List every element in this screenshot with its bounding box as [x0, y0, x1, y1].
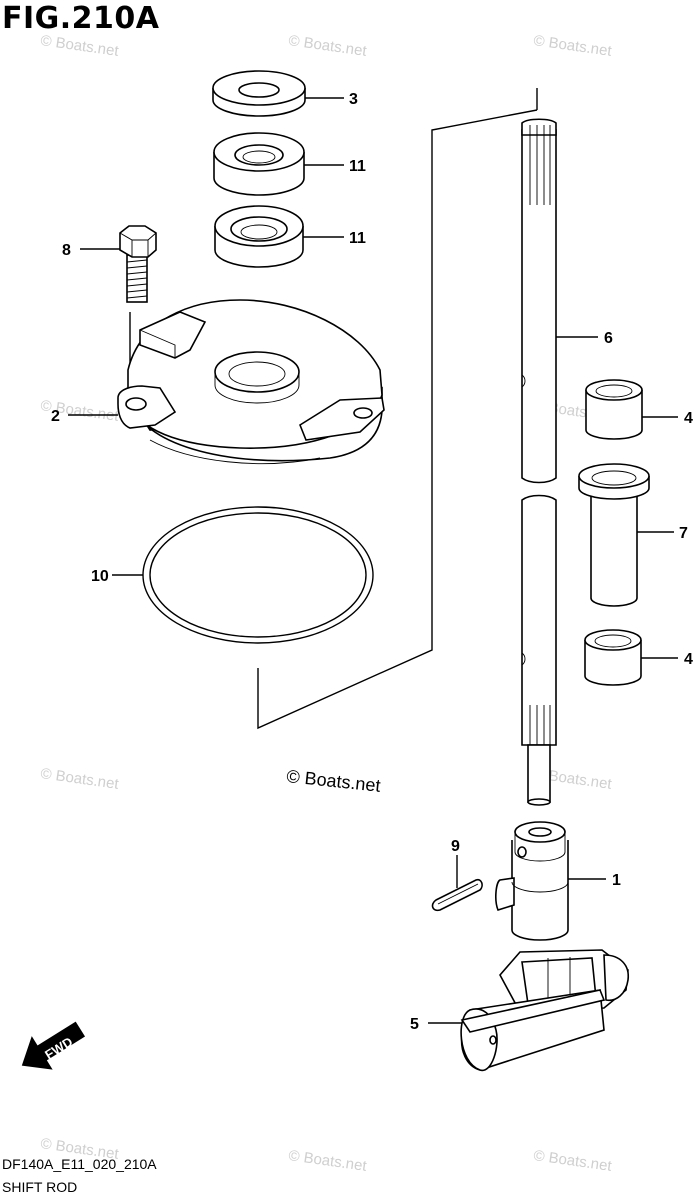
part-2-housing — [117, 299, 385, 464]
callout-7: 7 — [679, 525, 688, 542]
watermark-text: © Boats.net — [532, 1147, 613, 1175]
watermark-text: © Boats.net — [39, 765, 120, 793]
part-1-joint — [495, 821, 569, 941]
callout-6: 6 — [604, 330, 613, 347]
figure-name: SHIFT ROD — [2, 1179, 78, 1195]
part-5-slider — [460, 949, 629, 1071]
part-6-shift-rod — [521, 118, 557, 806]
callout-9: 9 — [451, 838, 460, 855]
callout-labels: 3 11 11 8 2 10 6 4 7 4 9 1 5 — [51, 91, 693, 1033]
leader-lines — [68, 97, 678, 1024]
watermark-text: © Boats.net — [39, 32, 120, 60]
part-4-bushing-upper — [585, 379, 643, 440]
part-4-bushing-lower — [584, 629, 642, 686]
callout-4: 4 — [684, 410, 693, 427]
watermark-text: © Boats.net — [532, 32, 613, 60]
part-3-washer — [212, 70, 306, 117]
callout-11: 11 — [349, 230, 366, 247]
callout-5: 5 — [410, 1016, 419, 1033]
figure-code: DF140A_E11_020_210A — [2, 1156, 157, 1172]
callout-11: 11 — [349, 158, 366, 175]
callout-8: 8 — [62, 242, 71, 259]
part-10-o-ring — [142, 506, 374, 644]
callout-2: 2 — [51, 408, 60, 425]
part-11-oil-seal-upper — [213, 132, 305, 196]
part-9-pin — [431, 878, 483, 912]
figure-title: FIG.210A — [2, 1, 160, 36]
fwd-arrow: FWD — [21, 1021, 86, 1070]
callout-4: 4 — [684, 651, 693, 668]
assembly-guide-line — [257, 88, 538, 730]
copyright-label: © Boats.net — [286, 766, 382, 796]
callout-10: 10 — [91, 568, 109, 585]
callout-3: 3 — [349, 91, 358, 108]
callout-1: 1 — [612, 872, 621, 889]
watermark-text: © Boats.net — [287, 32, 368, 60]
part-7-sleeve — [578, 463, 650, 607]
part-8-bolt — [119, 225, 157, 303]
watermark-text: © Boats.net — [287, 1147, 368, 1175]
part-11-oil-seal-lower — [214, 205, 304, 268]
